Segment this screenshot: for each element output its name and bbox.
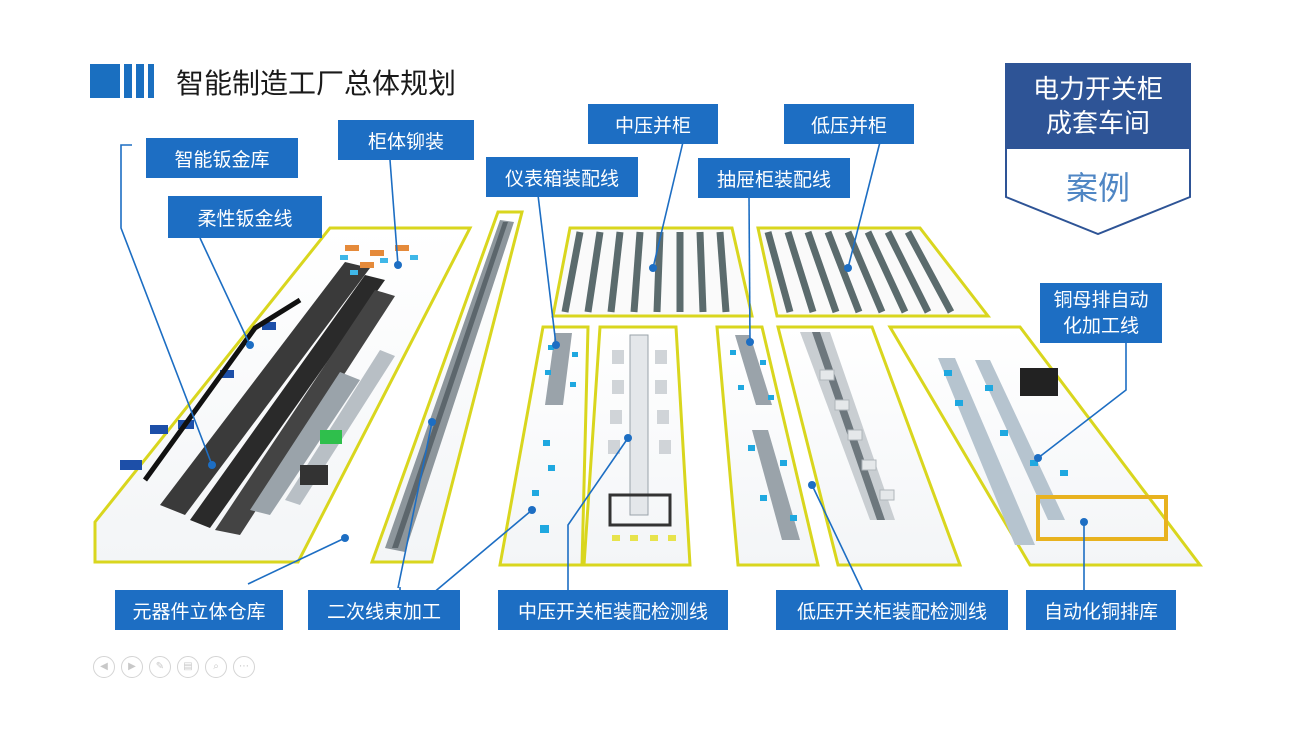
- zone-copper-busbar: [887, 325, 1204, 567]
- case-card-heading: 电力开关柜 成套车间: [1007, 65, 1189, 149]
- label-drawer-cabinet-line: 抽屉柜装配线: [698, 158, 850, 198]
- prev-icon[interactable]: ◀: [93, 656, 115, 678]
- label-auto-copper-busbar-storage: 自动化铜排库: [1026, 590, 1176, 630]
- zone-secondary-harness: [369, 210, 524, 564]
- pen-icon[interactable]: ✎: [149, 656, 171, 678]
- case-card-footer: 案例: [1065, 169, 1130, 207]
- label-secondary-harness: 二次线束加工: [308, 590, 460, 630]
- label-mv-switchgear-test-line: 中压开关柜装配检测线: [498, 590, 728, 630]
- note-icon[interactable]: ▤: [177, 656, 199, 678]
- zone-mv-switchgear: [582, 325, 692, 567]
- zone-drawer-cabinet: [715, 325, 820, 567]
- leader-lines: [120, 141, 1127, 595]
- more-icon[interactable]: ⋯: [233, 656, 255, 678]
- label-copper-busbar-line-2: 化加工线: [1062, 315, 1139, 337]
- page-title: 智能制造工厂总体规划: [176, 67, 457, 100]
- zone-lv-parallel: [756, 226, 992, 318]
- case-card-heading-line-2: 成套车间: [1045, 109, 1150, 139]
- label-lv-parallel-cabinet: 低压并柜: [784, 104, 914, 144]
- label-component-warehouse: 元器件立体仓库: [115, 590, 283, 630]
- case-card-heading-line-1: 电力开关柜: [1032, 75, 1163, 105]
- zone-mv-parallel: [551, 226, 754, 318]
- label-copper-busbar-line-1: 铜母排自动: [1053, 289, 1149, 311]
- label-copper-busbar-auto-line: 铜母排自动化加工线: [1040, 283, 1162, 343]
- label-cabinet-riveting: 柜体铆装: [338, 120, 474, 160]
- zone-sheet-metal: [93, 226, 473, 564]
- label-instrument-box-line: 仪表箱装配线: [486, 157, 638, 197]
- zoom-icon[interactable]: ⌕: [205, 656, 227, 678]
- label-mv-parallel-cabinet: 中压并柜: [588, 104, 718, 144]
- label-smart-sheet-metal-storage: 智能钣金库: [146, 138, 298, 178]
- zone-lv-switchgear: [776, 325, 963, 567]
- next-icon[interactable]: ▶: [121, 656, 143, 678]
- label-flexible-sheet-metal-line: 柔性钣金线: [168, 196, 322, 238]
- case-card: 电力开关柜 成套车间 案例: [1005, 63, 1191, 235]
- label-lv-switchgear-test-line: 低压开关柜装配检测线: [776, 590, 1008, 630]
- leader-dots: [208, 261, 1088, 542]
- zone-instrument-box: [498, 325, 590, 567]
